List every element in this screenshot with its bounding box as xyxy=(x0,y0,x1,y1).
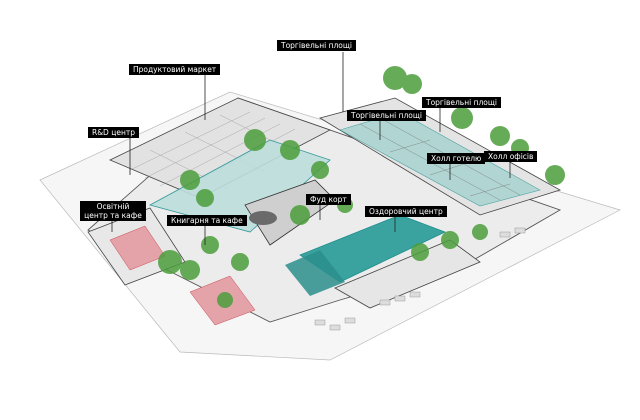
label-offices: Холл офісів xyxy=(484,151,538,162)
trees xyxy=(158,66,565,308)
food-court-dome xyxy=(249,211,277,225)
lower-right-block xyxy=(334,239,481,309)
leader-lines xyxy=(111,52,511,245)
label-trade-right: Торгівельні площі xyxy=(422,97,502,108)
label-hotel: Холл готелю xyxy=(427,153,486,164)
label-rnd: R&D центр xyxy=(88,127,139,138)
label-trade-top: Торгівельні площі xyxy=(277,40,357,51)
wellness-pool xyxy=(285,250,345,296)
label-grocery: Продуктовий маркет xyxy=(129,64,221,75)
label-foodcourt: Фуд корт xyxy=(306,194,351,205)
label-trade-mid: Торгівельні площі xyxy=(347,110,427,121)
left-wing xyxy=(109,97,332,199)
label-wellness: Оздоровчий центр xyxy=(365,206,447,217)
label-bookstore: Книгарня та кафе xyxy=(167,215,247,226)
parking-area xyxy=(314,227,526,331)
label-education: Освітній центр та кафе xyxy=(80,201,146,221)
